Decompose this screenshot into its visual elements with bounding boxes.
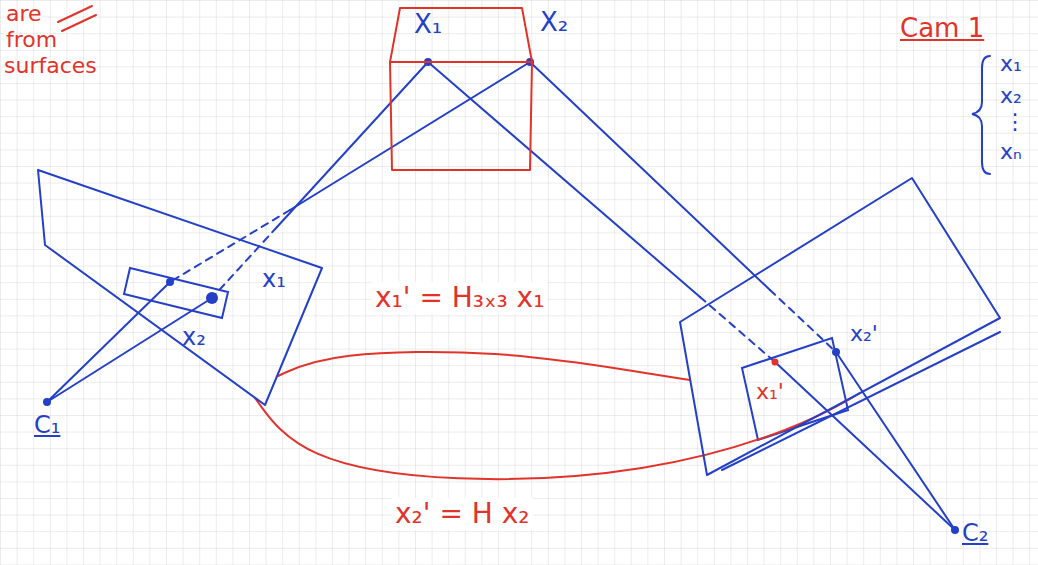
- point-label: x₂': [850, 322, 878, 346]
- image-plane: x₁ x₂: [36, 168, 326, 408]
- point-label: x₁: [262, 266, 286, 292]
- plane-edge: [722, 332, 1000, 470]
- outline-edge: [390, 8, 532, 62]
- ray-line: [530, 62, 770, 290]
- ray-line: [290, 62, 530, 210]
- ray-line: [836, 352, 955, 530]
- camera-center: [951, 526, 959, 534]
- image-patch: [124, 268, 228, 318]
- ray-line: [428, 62, 700, 297]
- image-point: [166, 278, 174, 286]
- point-label: x₁': [756, 380, 784, 404]
- bracket: [972, 56, 990, 174]
- ray-line: [770, 290, 836, 352]
- camera-label: C₂: [962, 520, 988, 546]
- image-patch: [742, 338, 848, 440]
- list-ellipsis: ⋮: [1004, 110, 1026, 134]
- camera-label: C₁: [34, 412, 60, 438]
- image-plane: x₁' x₂': [676, 174, 1004, 478]
- list-item: x₁: [1000, 52, 1022, 76]
- ray-line: [277, 62, 428, 227]
- margin-note: are: [6, 2, 42, 26]
- points: [43, 58, 959, 534]
- mapping-curve: [278, 352, 690, 380]
- list-item: x₂: [1000, 84, 1022, 108]
- projection-rays: [47, 56, 1000, 530]
- equation-label: x₂' = H x₂: [392, 498, 533, 530]
- outline-edge: [680, 178, 1000, 475]
- equation-label: x₁' = H₃ₓ₃ x₁: [372, 282, 547, 314]
- equals-mark: [58, 6, 96, 31]
- image-point: [772, 359, 779, 366]
- ray-line: [47, 298, 212, 402]
- image-point: [206, 292, 218, 304]
- camera-center: [43, 398, 51, 406]
- stroke: [62, 15, 96, 31]
- ray-line: [700, 297, 775, 362]
- margin-note: surfaces: [4, 54, 97, 78]
- camera-title: Cam 1: [900, 14, 984, 43]
- image-point: [832, 348, 840, 356]
- margin-note: from: [6, 28, 57, 52]
- outline-edge: [390, 62, 532, 170]
- mapping-curve: [255, 393, 860, 479]
- scene-box: X₁X₂: [388, 4, 536, 174]
- outline-shape: [676, 174, 1004, 478]
- point-label: X₂: [540, 8, 568, 37]
- point-label: X₁: [414, 10, 442, 39]
- list-item: xₙ: [1000, 140, 1022, 164]
- ray-line: [775, 362, 955, 530]
- outline-shape: [388, 4, 536, 174]
- point-label: x₂: [182, 324, 206, 350]
- outline-edge: [38, 170, 322, 405]
